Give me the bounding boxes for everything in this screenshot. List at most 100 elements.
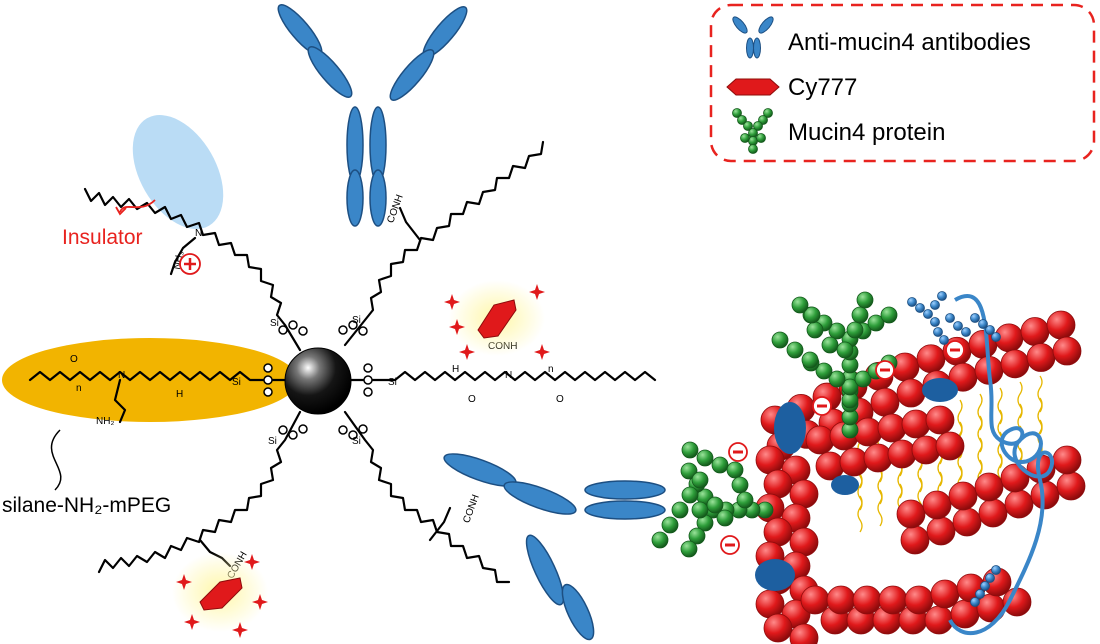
nanoparticle-core [284,347,352,415]
blue-bead [945,313,955,323]
lipid-head [911,435,941,465]
lipid-tail [857,495,863,533]
antibody-bound [443,453,666,641]
nh2-label: NH₂ [96,416,114,427]
mucin-bead [711,456,729,474]
mucin-bead [680,540,698,558]
siloxane-anchors [263,320,373,440]
lipid-head [1056,471,1086,501]
legend: Anti-mucin4 antibodies Cy777 Mucin4 prot… [709,3,1096,163]
negative-charge-icon [728,442,748,462]
si-label-left: Si [232,377,241,388]
lipid-head [1052,445,1082,475]
blue-bead [970,313,980,323]
lipid-head [1046,310,1076,340]
insulator-label: Insulator [62,226,143,249]
negative-charge-icon [875,360,895,380]
lipid-head [904,585,934,615]
si-label-lr: Si [352,436,361,447]
lipid-head [922,490,952,520]
mucin4-protein [651,441,754,549]
blue-bead [975,589,985,599]
mucin-bead [836,341,854,359]
mucin-bead [726,461,744,479]
lipid-head [896,499,926,529]
lipid-tail [877,489,883,527]
mucin-bead [691,471,709,489]
antibody-top [277,4,468,227]
mucin-bead [846,321,864,339]
membrane-protein [922,378,958,402]
mucin-bead [815,362,833,380]
cy777-dye-icon [725,76,781,98]
mucin-bead [803,306,821,324]
n-index-right: n [548,364,554,375]
n-label-right: N [505,370,512,381]
blue-bead [933,327,943,337]
n-label-left: N [118,370,125,381]
lipid-head [826,585,856,615]
mucin-bead [851,306,869,324]
blue-bead [970,597,980,607]
mucin-bead [771,331,789,349]
legend-label-antibodies: Anti-mucin4 antibodies [788,29,1031,56]
h-label-right: H [452,364,459,375]
lipid-head [916,344,946,374]
mucin-bead [867,314,885,332]
mucin-bead [716,509,734,527]
lipid-head [1000,463,1030,493]
lipid-head [974,472,1004,502]
lipid-head [935,431,965,461]
blue-bead [978,319,988,329]
cy777-dye-lower [172,552,268,638]
mucin-bead [691,501,709,519]
mucin-bead [786,341,804,359]
negative-charge-icon [945,340,965,360]
mucin-bead [880,306,898,324]
blue-bead-chains [907,291,1001,607]
mucin-bead [791,296,809,314]
mucin-bead [696,449,714,467]
mucin-bead [841,378,859,396]
lipid-head [952,507,982,537]
mucin-bead [688,527,706,545]
negative-charge-icon [720,535,740,555]
blue-bead [991,332,1001,342]
n-index-left: n [76,383,82,394]
legend-box [709,3,1096,163]
conh-label-lr: CONH [461,493,481,524]
o-label-3: O [556,394,564,405]
blue-bead-chain [907,291,971,345]
mucin-bead [856,291,874,309]
si-label-ul: Si [270,318,279,329]
mucin-bead [661,516,679,534]
insulator-arrow [119,199,156,213]
blue-bead [961,327,971,337]
mucin-bead [806,321,824,339]
membrane-protein [774,402,806,454]
lipid-head [1026,343,1056,372]
conh-label-ur: CONH [385,193,405,224]
lipid-head [852,585,882,615]
polymer-chains [28,140,657,584]
silane-peg-label: silane-NH₂-mPEG [2,494,171,517]
cy777-dye-upper [444,280,550,360]
mucin-bead [706,496,724,514]
mucin4-proteins [651,291,898,558]
o-label-2: O [468,394,476,405]
membrane-protein [755,559,795,591]
si-label-right: Si [388,377,397,388]
lipid-head [924,605,954,635]
lipid-head [1004,489,1034,519]
mucin-bead [736,491,754,509]
si-label-ll: Si [268,436,277,447]
lipid-head [926,516,956,546]
blue-bead-chain [970,313,1001,342]
mucin-bead [828,322,846,340]
lipid-head [877,413,907,443]
mucin-bead [681,486,699,504]
mucin-bead [731,476,749,494]
si-label-ur: Si [352,315,361,326]
mucin-bead [821,336,839,354]
blue-bead [939,335,949,345]
